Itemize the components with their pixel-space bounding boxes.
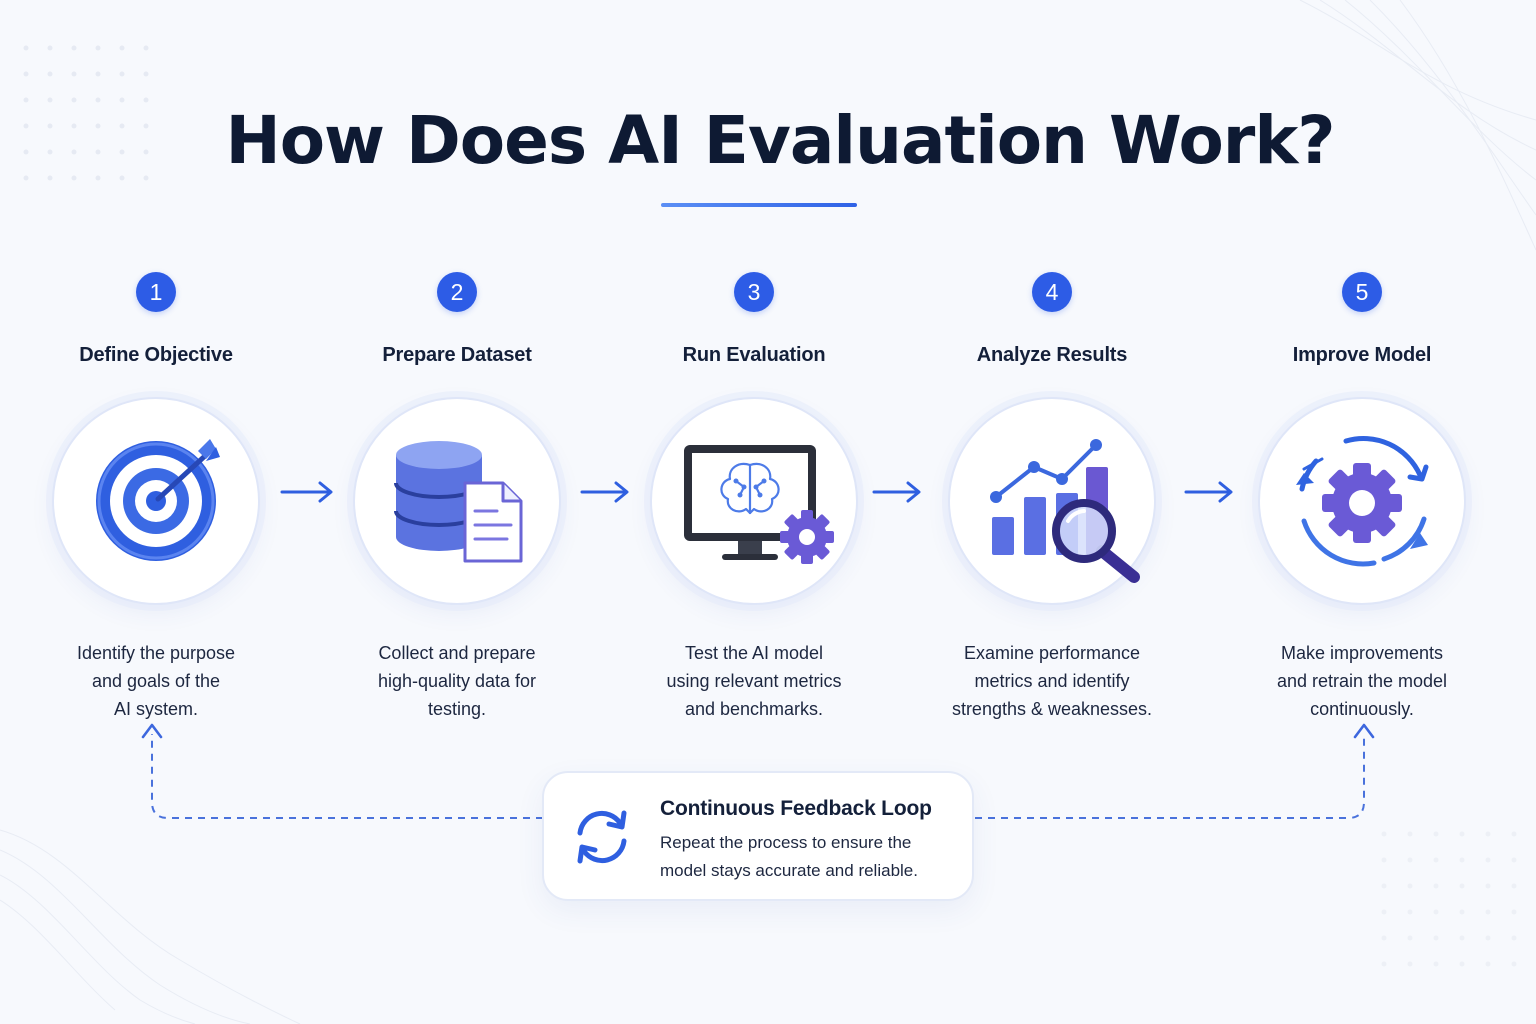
- step-number-badge: 5: [1342, 272, 1382, 312]
- step-description: Identify the purpose and goals of the AI…: [31, 639, 281, 723]
- feedback-loop-description: Repeat the process to ensure the model s…: [660, 829, 960, 885]
- step-description-line: Collect and prepare: [378, 643, 536, 663]
- feedback-loop-title: Continuous Feedback Loop: [660, 797, 932, 820]
- arrow-right-icon: [280, 481, 333, 503]
- step-description-line: metrics and identify: [974, 671, 1130, 691]
- target-icon: [96, 439, 220, 561]
- database-document-icon: [394, 441, 523, 563]
- step-description-line: strengths & weaknesses.: [951, 699, 1153, 719]
- step-description-line: and benchmarks.: [684, 699, 824, 719]
- feedback-loop-description-line: Repeat the process to ensure the: [660, 833, 912, 852]
- step-description: Collect and prepare high-quality data fo…: [332, 639, 582, 723]
- step-title: Run Evaluation: [682, 344, 826, 366]
- step-description-line: Test the AI model: [684, 643, 824, 663]
- step-run-evaluation: 3 Run Evaluation: [604, 272, 904, 723]
- step-analyze-results: 4 Analyze Results Examine performance me…: [902, 272, 1202, 723]
- page-title: How Does AI Evaluation Work?: [225, 102, 1335, 179]
- step-icon-circle: [52, 397, 260, 605]
- arrow-right-icon: [1184, 481, 1233, 503]
- step-prepare-dataset: 2 Prepare Dataset Collect and prepare hi…: [307, 272, 607, 723]
- step-icon-circle: [1258, 397, 1466, 605]
- step-title: Prepare Dataset: [382, 344, 532, 366]
- refresh-icon: [577, 810, 627, 864]
- step-icon-circle: [353, 397, 561, 605]
- arrow-right-icon: [580, 481, 629, 503]
- title-underline: [661, 203, 857, 207]
- step-description-line: Identify the purpose: [76, 643, 236, 663]
- step-description-line: testing.: [427, 699, 487, 719]
- step-title: Improve Model: [1292, 344, 1432, 366]
- feedback-loop-description-line: model stays accurate and reliable.: [660, 861, 918, 880]
- step-icon-circle: [650, 397, 858, 605]
- step-description-line: and retrain the model: [1276, 671, 1448, 691]
- step-description: Make improvements and retrain the model …: [1237, 639, 1487, 723]
- step-number-badge: 3: [734, 272, 774, 312]
- gear-cycle-icon: [1296, 436, 1429, 567]
- step-description-line: using relevant metrics: [666, 671, 842, 691]
- step-description-line: Examine performance: [963, 643, 1141, 663]
- step-improve-model: 5 Improve Model: [1212, 272, 1512, 723]
- step-define-objective: 1 Define Objective Identify the purpose …: [6, 272, 306, 723]
- step-description-line: continuously.: [1310, 699, 1414, 719]
- arrow-right-icon: [872, 481, 921, 503]
- chart-magnifier-icon: [990, 439, 1140, 583]
- step-description-line: Make improvements: [1280, 643, 1444, 663]
- step-title: Analyze Results: [976, 344, 1128, 366]
- step-title: Define Objective: [79, 344, 233, 366]
- step-description-line: AI system.: [113, 699, 198, 719]
- step-description: Examine performance metrics and identify…: [927, 639, 1177, 723]
- step-number-badge: 1: [136, 272, 176, 312]
- step-number-badge: 2: [437, 272, 477, 312]
- feedback-loop-card: Continuous Feedback Loop Repeat the proc…: [542, 771, 974, 901]
- monitor-brain-gear-icon: [684, 445, 834, 564]
- step-icon-circle: [948, 397, 1156, 605]
- step-description-line: and goals of the: [91, 671, 221, 691]
- step-description: Test the AI model using relevant metrics…: [629, 639, 879, 723]
- step-number-badge: 4: [1032, 272, 1072, 312]
- step-description-line: high-quality data for: [377, 671, 537, 691]
